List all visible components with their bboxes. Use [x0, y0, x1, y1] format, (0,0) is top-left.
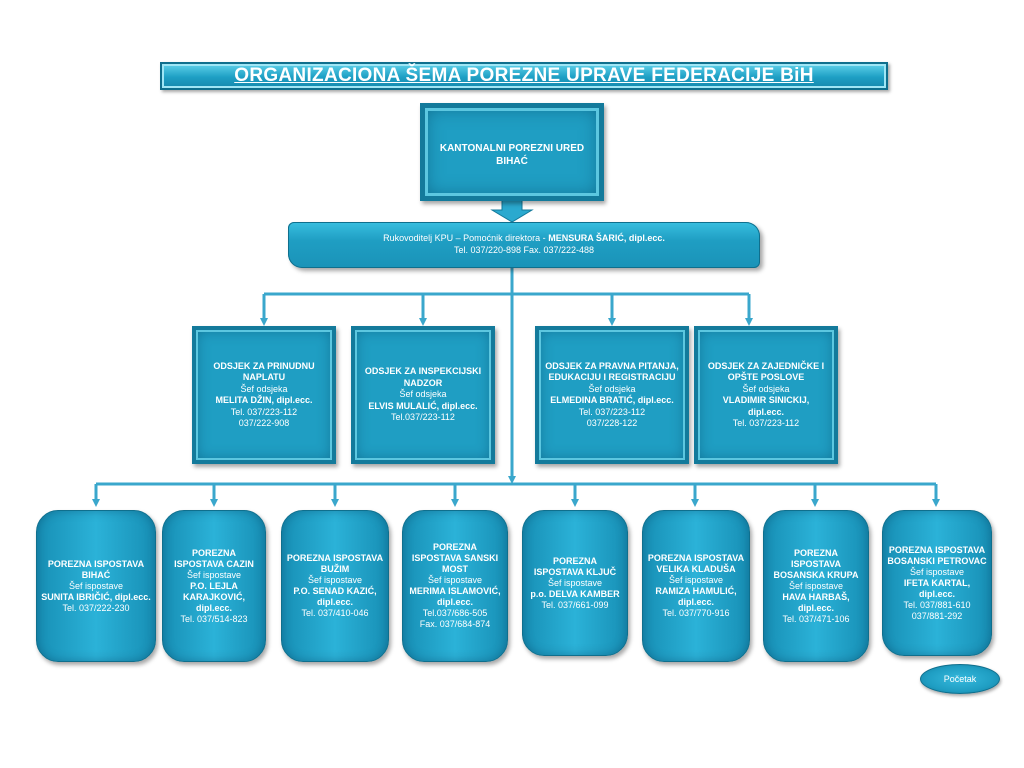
office-title: POREZNA ISPOSTAVA BOSANSKA KRUPA — [773, 547, 859, 580]
office-title: POREZNA ISPOSTAVA BIHAĆ — [47, 558, 145, 580]
department-phone: Tel. 037/223-112 — [732, 418, 800, 428]
department-head: VLADIMIR SINICKIJ, dipl.ecc. — [722, 395, 810, 417]
office-phone: Tel. 037/661-099 — [541, 599, 609, 610]
department-phone-2: 037/222-908 — [238, 418, 290, 428]
department-phone: Tel.037/223-112 — [391, 412, 455, 423]
tax-office-box-7: POREZNA ISPOSTAVA BOSANSKA KRUPA Šef isp… — [763, 510, 869, 662]
top-office-box: KANTONALNI POREZNI URED BIHAĆ — [420, 103, 604, 201]
office-role: Šef ispostave — [909, 566, 965, 577]
department-head: ELVIS MULALIĆ, dipl.ecc. — [368, 400, 478, 411]
title-banner: ORGANIZACIONA ŠEMA POREZNE UPRAVE FEDERA… — [160, 62, 888, 90]
department-phone: Tel. 037/223-112 — [578, 406, 646, 417]
department-title: ODSJEK ZA INSPEKCIJSKI NADZOR — [364, 366, 482, 388]
office-title: POREZNA ISPOSTAVA BOSANSKI PETROVAC — [887, 544, 987, 566]
main-down-arrow — [490, 199, 534, 223]
department-title: ODSJEK ZA PRAVNA PITANJA, EDUKACIJU I RE… — [545, 360, 679, 383]
office-phone: Tel. 037/222-230 — [62, 602, 130, 613]
office-phone: Tel. 037/410-046 — [301, 608, 369, 618]
department-box-4: ODSJEK ZA ZAJEDNIČKE I OPŠTE POSLOVE Šef… — [694, 326, 838, 464]
office-role: Šef ispostave — [788, 580, 844, 591]
department-phone-2: 037/228-122 — [586, 418, 638, 428]
top-office-title: KANTONALNI POREZNI URED BIHAĆ — [439, 143, 585, 167]
tax-office-box-8: POREZNA ISPOSTAVA BOSANSKI PETROVAC Šef … — [882, 510, 992, 656]
office-fax: Fax. 037/684-874 — [419, 619, 491, 629]
department-box-1: ODSJEK ZA PRINUDNU NAPLATU Šef odsjeka M… — [192, 326, 336, 464]
tax-office-box-4: POREZNA ISPOSTAVA SANSKI MOST Šef ispost… — [402, 510, 508, 662]
office-title: POREZNA ISPOSTAVA BUŽIM — [286, 553, 384, 574]
office-head: RAMIZA HAMULIĆ, dipl.ecc. — [655, 586, 737, 607]
office-role: Šef ispostave — [547, 577, 603, 588]
office-title: POREZNA ISPOSTAVA CAZIN — [174, 547, 254, 569]
manager-contact: Tel. 037/220-898 Fax. 037/222-488 — [453, 245, 595, 255]
department-role: Šef odsjeka — [240, 383, 288, 394]
office-phone: Tel. 037/514-823 — [180, 613, 248, 624]
office-role: Šef ispostave — [307, 575, 363, 585]
office-title: POREZNA ISPOSTAVA VELIKA KLADUŠA — [647, 553, 745, 574]
office-phone-2: 037/881-292 — [911, 610, 963, 621]
office-role: Šef ispostave — [68, 580, 124, 591]
manager-name: MENSURA ŠARIĆ, dipl.ecc. — [548, 233, 665, 243]
department-head: ELMEDINA BRATIĆ, dipl.ecc. — [550, 395, 674, 405]
tax-office-box-5: POREZNA ISPOSTAVA KLJUČ Šef ispostave p.… — [522, 510, 628, 656]
office-role: Šef ispostave — [186, 569, 242, 580]
office-title: POREZNA ISPOSTAVA KLJUČ — [533, 555, 617, 577]
office-phone: Tel. 037/881-610 — [903, 599, 971, 610]
department-box-2: ODSJEK ZA INSPEKCIJSKI NADZOR Šef odsjek… — [351, 326, 495, 464]
office-head: HAVA HARBAŠ, dipl.ecc. — [782, 591, 850, 613]
department-phone: Tel. 037/223-112 — [230, 406, 298, 417]
office-role: Šef ispostave — [427, 575, 483, 585]
home-button[interactable]: Početak — [920, 664, 1000, 694]
office-phone: Tel.037/686-505 — [422, 608, 488, 618]
office-head: SUNITA IBRIČIĆ, dipl.ecc. — [41, 591, 151, 602]
home-button-label: Početak — [943, 674, 977, 684]
tax-office-box-6: POREZNA ISPOSTAVA VELIKA KLADUŠA Šef isp… — [642, 510, 750, 662]
department-role: Šef odsjeka — [399, 389, 447, 400]
department-title: ODSJEK ZA PRINUDNU NAPLATU — [213, 360, 315, 383]
department-title: ODSJEK ZA ZAJEDNIČKE I OPŠTE POSLOVE — [707, 360, 825, 383]
office-head: P.O. LEJLA KARAJKOVIĆ, dipl.ecc. — [182, 580, 245, 613]
department-role: Šef odsjeka — [742, 383, 790, 394]
office-phone: Tel. 037/770-916 — [662, 608, 730, 618]
office-title: POREZNA ISPOSTAVA SANSKI MOST — [411, 542, 499, 574]
department-head: MELITA DŽIN, dipl.ecc. — [215, 395, 313, 405]
office-role: Šef ispostave — [668, 575, 724, 585]
office-head: P.O. SENAD KAZIĆ, dipl.ecc. — [293, 586, 377, 607]
manager-scroll: Rukovoditelj KPU – Pomoćnik direktora - … — [288, 222, 760, 268]
page-title: ORGANIZACIONA ŠEMA POREZNE UPRAVE FEDERA… — [234, 65, 814, 86]
office-phone: Tel. 037/471-106 — [782, 613, 850, 624]
manager-role: Rukovoditelj KPU – Pomoćnik direktora - — [383, 233, 546, 243]
office-head: IFETA KARTAL, dipl.ecc. — [903, 577, 971, 599]
department-role: Šef odsjeka — [588, 383, 636, 394]
tax-office-box-3: POREZNA ISPOSTAVA BUŽIM Šef ispostave P.… — [281, 510, 389, 662]
tax-office-box-1: POREZNA ISPOSTAVA BIHAĆ Šef ispostave SU… — [36, 510, 156, 662]
department-box-3: ODSJEK ZA PRAVNA PITANJA, EDUKACIJU I RE… — [535, 326, 689, 464]
tax-office-box-2: POREZNA ISPOSTAVA CAZIN Šef ispostave P.… — [162, 510, 266, 662]
office-head: MERIMA ISLAMOVIĆ, dipl.ecc. — [409, 586, 501, 607]
office-head: p.o. DELVA KAMBER — [530, 588, 620, 599]
